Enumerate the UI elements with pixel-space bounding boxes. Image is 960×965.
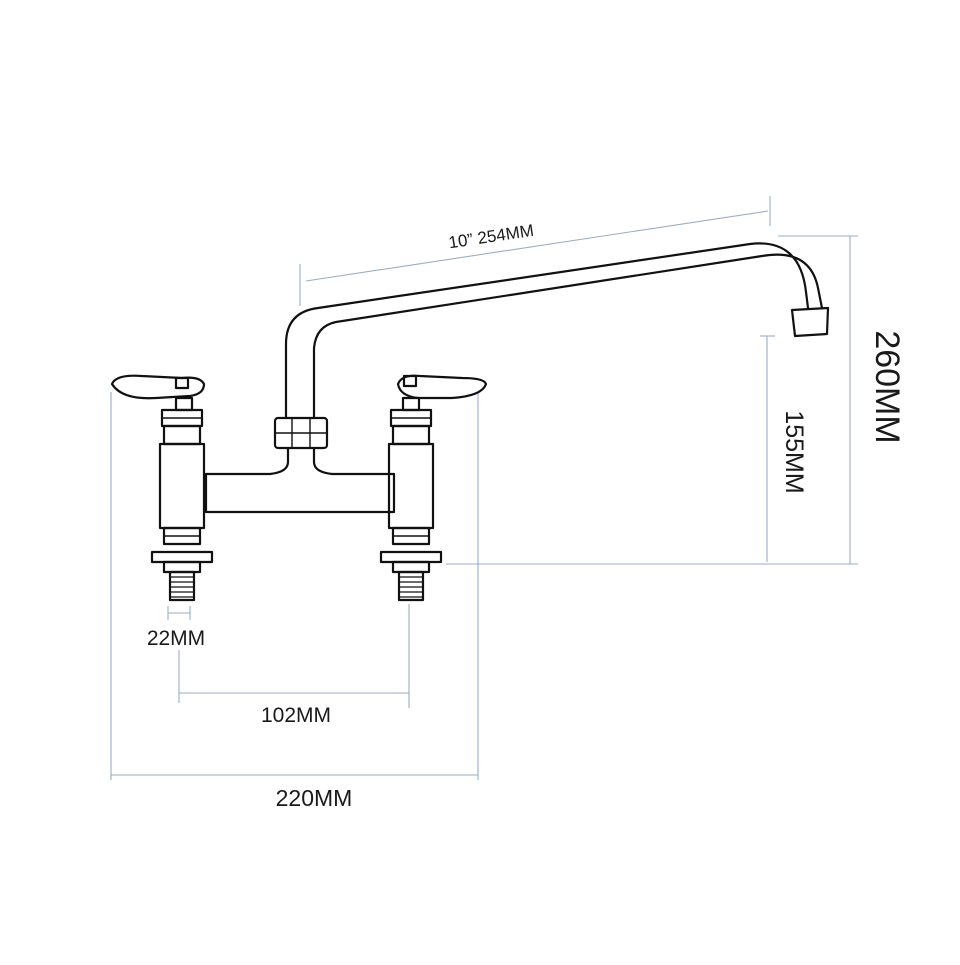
left-base-plate xyxy=(150,550,214,564)
right-washer xyxy=(391,560,431,574)
left-valve-body xyxy=(158,442,206,530)
faucet-drawing xyxy=(110,242,830,602)
overall-width-label: 220MM xyxy=(276,785,353,811)
center-spacing-label: 102MM xyxy=(261,704,331,727)
reach-dimension-line xyxy=(305,210,769,282)
spout-tube xyxy=(284,242,824,420)
right-base-plate xyxy=(379,550,443,564)
left-thread-shank xyxy=(168,570,196,602)
right-bonnet-lower xyxy=(391,424,431,446)
right-thread-shank xyxy=(397,570,425,602)
left-washer xyxy=(162,560,202,574)
left-stem xyxy=(174,396,194,412)
left-lever-cap xyxy=(174,376,190,390)
spout-height-label: 155MM xyxy=(780,410,808,493)
left-valve xyxy=(110,374,214,602)
left-lever-handle-icon xyxy=(110,374,206,400)
spout-riser xyxy=(204,446,396,476)
left-threads xyxy=(170,576,194,598)
left-bonnet-lower xyxy=(162,424,202,446)
dimension-lines xyxy=(110,196,858,780)
bridge-bar xyxy=(204,472,396,514)
right-threads xyxy=(399,576,423,598)
right-valve xyxy=(379,374,488,602)
right-lever-cap xyxy=(402,374,418,388)
right-stem xyxy=(401,396,421,412)
right-valve-body xyxy=(387,442,435,530)
spout-reach-label: 10” 254MM xyxy=(447,221,535,253)
aerator-tip xyxy=(790,306,830,338)
inlet-diameter-label: 22MM xyxy=(147,627,205,650)
total-height-label: 260MM xyxy=(868,330,906,443)
